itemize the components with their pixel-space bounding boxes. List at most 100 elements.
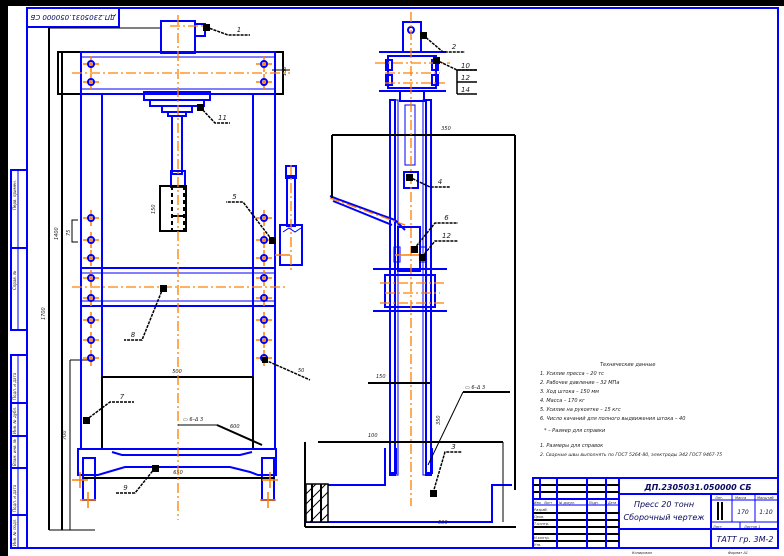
callout-label: 14 bbox=[461, 86, 470, 94]
dim-top-beam: 130 bbox=[282, 66, 288, 76]
tech-data-title: Технические данные bbox=[600, 362, 655, 368]
bolt-hole bbox=[83, 210, 99, 226]
dim-upper-height: 150 bbox=[376, 374, 386, 380]
callout-10: 10 12 14 bbox=[433, 57, 477, 95]
callout-11: 11 bbox=[197, 104, 230, 124]
callout-label: 10 bbox=[461, 62, 470, 70]
callout-9: 9 bbox=[116, 465, 159, 494]
callout-label: 5 bbox=[232, 193, 237, 201]
dim-foot-width: 350 bbox=[436, 415, 442, 425]
margin-label-5: Подп. и дата bbox=[12, 484, 17, 512]
tech-note: * – Размер для справки bbox=[544, 428, 606, 434]
bolt-hole bbox=[256, 210, 272, 226]
tb-organization: ТАТТ гр. 3М-2 bbox=[716, 535, 773, 544]
tech-item-0: 1. Усилие пресса – 20 тс bbox=[540, 371, 604, 377]
side-view: 350 150 100 500 bbox=[304, 12, 516, 528]
front-weld-symbol: ▭ 6–Δ 3 bbox=[183, 417, 203, 423]
callout-7: 7 bbox=[83, 393, 134, 424]
bolt-hole bbox=[256, 56, 272, 72]
callout-label: 11 bbox=[218, 114, 227, 122]
bolt-hole bbox=[262, 472, 278, 488]
callout-label: 1 bbox=[237, 26, 241, 34]
dim-base-depth: 500 bbox=[438, 520, 448, 526]
tb-role-1: Пров. bbox=[534, 515, 544, 519]
bolt-hole bbox=[83, 332, 99, 348]
tb-row-header-1: Лист bbox=[543, 501, 552, 505]
tb-mass-header: Масса bbox=[735, 496, 746, 500]
dim-table-height: 700 bbox=[62, 430, 68, 440]
callout-12: 12 bbox=[419, 232, 458, 261]
callout-label: 7 bbox=[120, 393, 125, 401]
callout-3: 3 bbox=[430, 443, 462, 497]
bolt-hole bbox=[256, 290, 272, 306]
callout-label: 9 bbox=[123, 484, 128, 492]
margin-label-6: Инв. № подл. bbox=[12, 518, 17, 546]
bolt-hole bbox=[83, 250, 99, 266]
dim-overall-height: 1700 bbox=[41, 307, 47, 320]
tb-footer-left: Копировал bbox=[632, 551, 653, 555]
tb-role-2: Т.контр. bbox=[534, 522, 549, 526]
bolt-hole bbox=[256, 312, 272, 328]
callout-label: 4 bbox=[438, 178, 442, 186]
tb-sheets: Листов 1 bbox=[743, 525, 760, 529]
dim-top-width: 350 bbox=[441, 126, 451, 132]
margin-label-0: Перв. примен. bbox=[12, 180, 17, 210]
bolt-hole bbox=[260, 492, 276, 508]
margin-label-3: Инв. № дубл. bbox=[12, 407, 17, 434]
tb-row-header-4: Дата bbox=[607, 501, 616, 505]
tb-sheet: Лист bbox=[712, 525, 723, 529]
bolt-hole bbox=[256, 270, 272, 286]
technical-data: Технические данные 1. Усилие пресса – 20… bbox=[540, 362, 722, 458]
title-block: Изм. Лист № докум. Подп. Дата Разраб. Пр… bbox=[532, 477, 779, 555]
tech-item-1: 2. Рабочее давление – 32 МПа bbox=[540, 380, 619, 386]
section-hatch bbox=[305, 483, 329, 523]
bolt-hole bbox=[83, 232, 99, 248]
tb-doc-number: ДП.2305031.050000 СБ bbox=[643, 483, 751, 492]
tech-req-1: 2. Сварные швы выполнять по ГОСТ 5264-80… bbox=[540, 452, 722, 458]
callout-label: 6 bbox=[444, 214, 449, 222]
bolt-hole bbox=[256, 74, 272, 90]
tb-scale: 1:10 bbox=[759, 509, 773, 516]
tb-mass: 170 bbox=[737, 509, 749, 516]
callout-label: 2 bbox=[452, 43, 457, 51]
dim-cylinder-stroke: 150 bbox=[151, 204, 157, 214]
tb-footer-right: Формат A1 bbox=[728, 551, 748, 555]
bolt-hole bbox=[83, 290, 99, 306]
callout-5: 5 bbox=[226, 193, 276, 244]
side-weld-symbol: ▭ 6–Δ 3 bbox=[465, 385, 485, 391]
tb-role-3: Н.контр. bbox=[534, 536, 550, 540]
tb-title-line1: Пресс 20 тонн bbox=[634, 500, 694, 509]
callout-label: 3 bbox=[451, 443, 455, 451]
front-weld-len: 600 bbox=[230, 424, 240, 430]
dim-column-gap: 100 bbox=[368, 433, 378, 439]
bolt-hole bbox=[72, 472, 88, 488]
top-left-stamp-box bbox=[26, 7, 120, 28]
dim-leader-right: 50 bbox=[262, 357, 311, 381]
tb-lit-header: Лит. bbox=[714, 496, 723, 500]
tech-req-0: 1. Размеры для справок bbox=[540, 443, 603, 449]
callout-4: 4 bbox=[406, 174, 450, 188]
callout-2: 2 bbox=[420, 32, 465, 53]
tb-row-header-0: Изм. bbox=[534, 501, 542, 505]
margin-label-2: Подп. и дата bbox=[12, 372, 17, 400]
tb-scale-header: Масштаб bbox=[757, 496, 774, 500]
margin-label-1: Справ. № bbox=[12, 271, 17, 290]
bolt-hole bbox=[83, 270, 99, 286]
tb-row-header-2: № докум. bbox=[558, 501, 575, 505]
tech-item-4: 5. Усилие на рукоятке – 15 кгс bbox=[540, 407, 621, 413]
tech-item-2: 3. Ход штока – 150 мм bbox=[540, 389, 599, 395]
callout-1: 1 bbox=[203, 24, 250, 36]
bolt-hole bbox=[83, 350, 99, 366]
tb-role-4: Утв. bbox=[534, 543, 541, 547]
callout-label: 8 bbox=[131, 331, 136, 339]
front-view: 1700 1400 700 75 130 150 500 bbox=[41, 15, 303, 531]
bolt-hole bbox=[256, 250, 272, 266]
callout-label: 12 bbox=[442, 232, 451, 240]
bolt-hole bbox=[83, 74, 99, 90]
callout-6: 6 bbox=[411, 214, 458, 253]
dim-frame-height: 1400 bbox=[54, 227, 60, 240]
bolt-hole bbox=[256, 332, 272, 348]
callout-label: 12 bbox=[461, 74, 470, 82]
